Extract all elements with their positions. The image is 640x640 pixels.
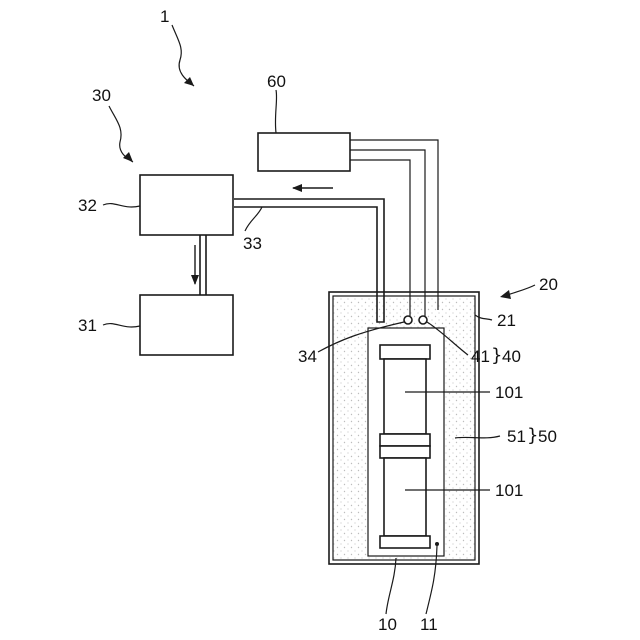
label-cell-top: 101	[495, 383, 523, 402]
label-sensor: 41	[471, 347, 490, 366]
drain-pipe	[200, 235, 206, 295]
label-pipe-upper: 33	[243, 234, 262, 253]
label-container-unit: 20	[539, 275, 558, 294]
brace-sensor: }	[491, 345, 502, 366]
brace-fluid: }	[527, 425, 538, 446]
label-controller: 60	[267, 72, 286, 91]
label-container-wall: 21	[497, 311, 516, 330]
cell-bottom-cap	[380, 536, 430, 548]
label-cell-bottom: 101	[495, 481, 523, 500]
condenser-box	[140, 175, 233, 235]
controller-box	[258, 133, 350, 171]
leader-arrow-20	[500, 290, 511, 299]
label-holder-probe: 11	[420, 615, 438, 634]
label-pipe-inlet: 34	[298, 347, 317, 366]
cell-mid-cap-upper	[380, 434, 430, 446]
label-fluid: 51	[507, 427, 526, 446]
label-recovery-unit: 30	[92, 86, 111, 105]
label-system: 1	[160, 7, 169, 26]
leader-arrow-30	[123, 152, 133, 162]
label-condenser: 32	[78, 196, 97, 215]
sensor-left	[404, 316, 412, 324]
holder-probe-dot	[435, 542, 439, 546]
sensor-right	[419, 316, 427, 324]
cell-top-body	[384, 359, 426, 434]
label-fluid-group: 50	[538, 427, 557, 446]
cell-top-cap	[380, 345, 430, 359]
tank-box	[140, 295, 233, 355]
controller-wiring	[350, 140, 438, 316]
label-tank: 31	[78, 316, 97, 335]
label-sensor-group: 40	[502, 347, 521, 366]
cell-mid-cap-lower	[380, 446, 430, 458]
cell-bottom-body	[384, 458, 426, 536]
label-holder: 10	[378, 615, 397, 634]
